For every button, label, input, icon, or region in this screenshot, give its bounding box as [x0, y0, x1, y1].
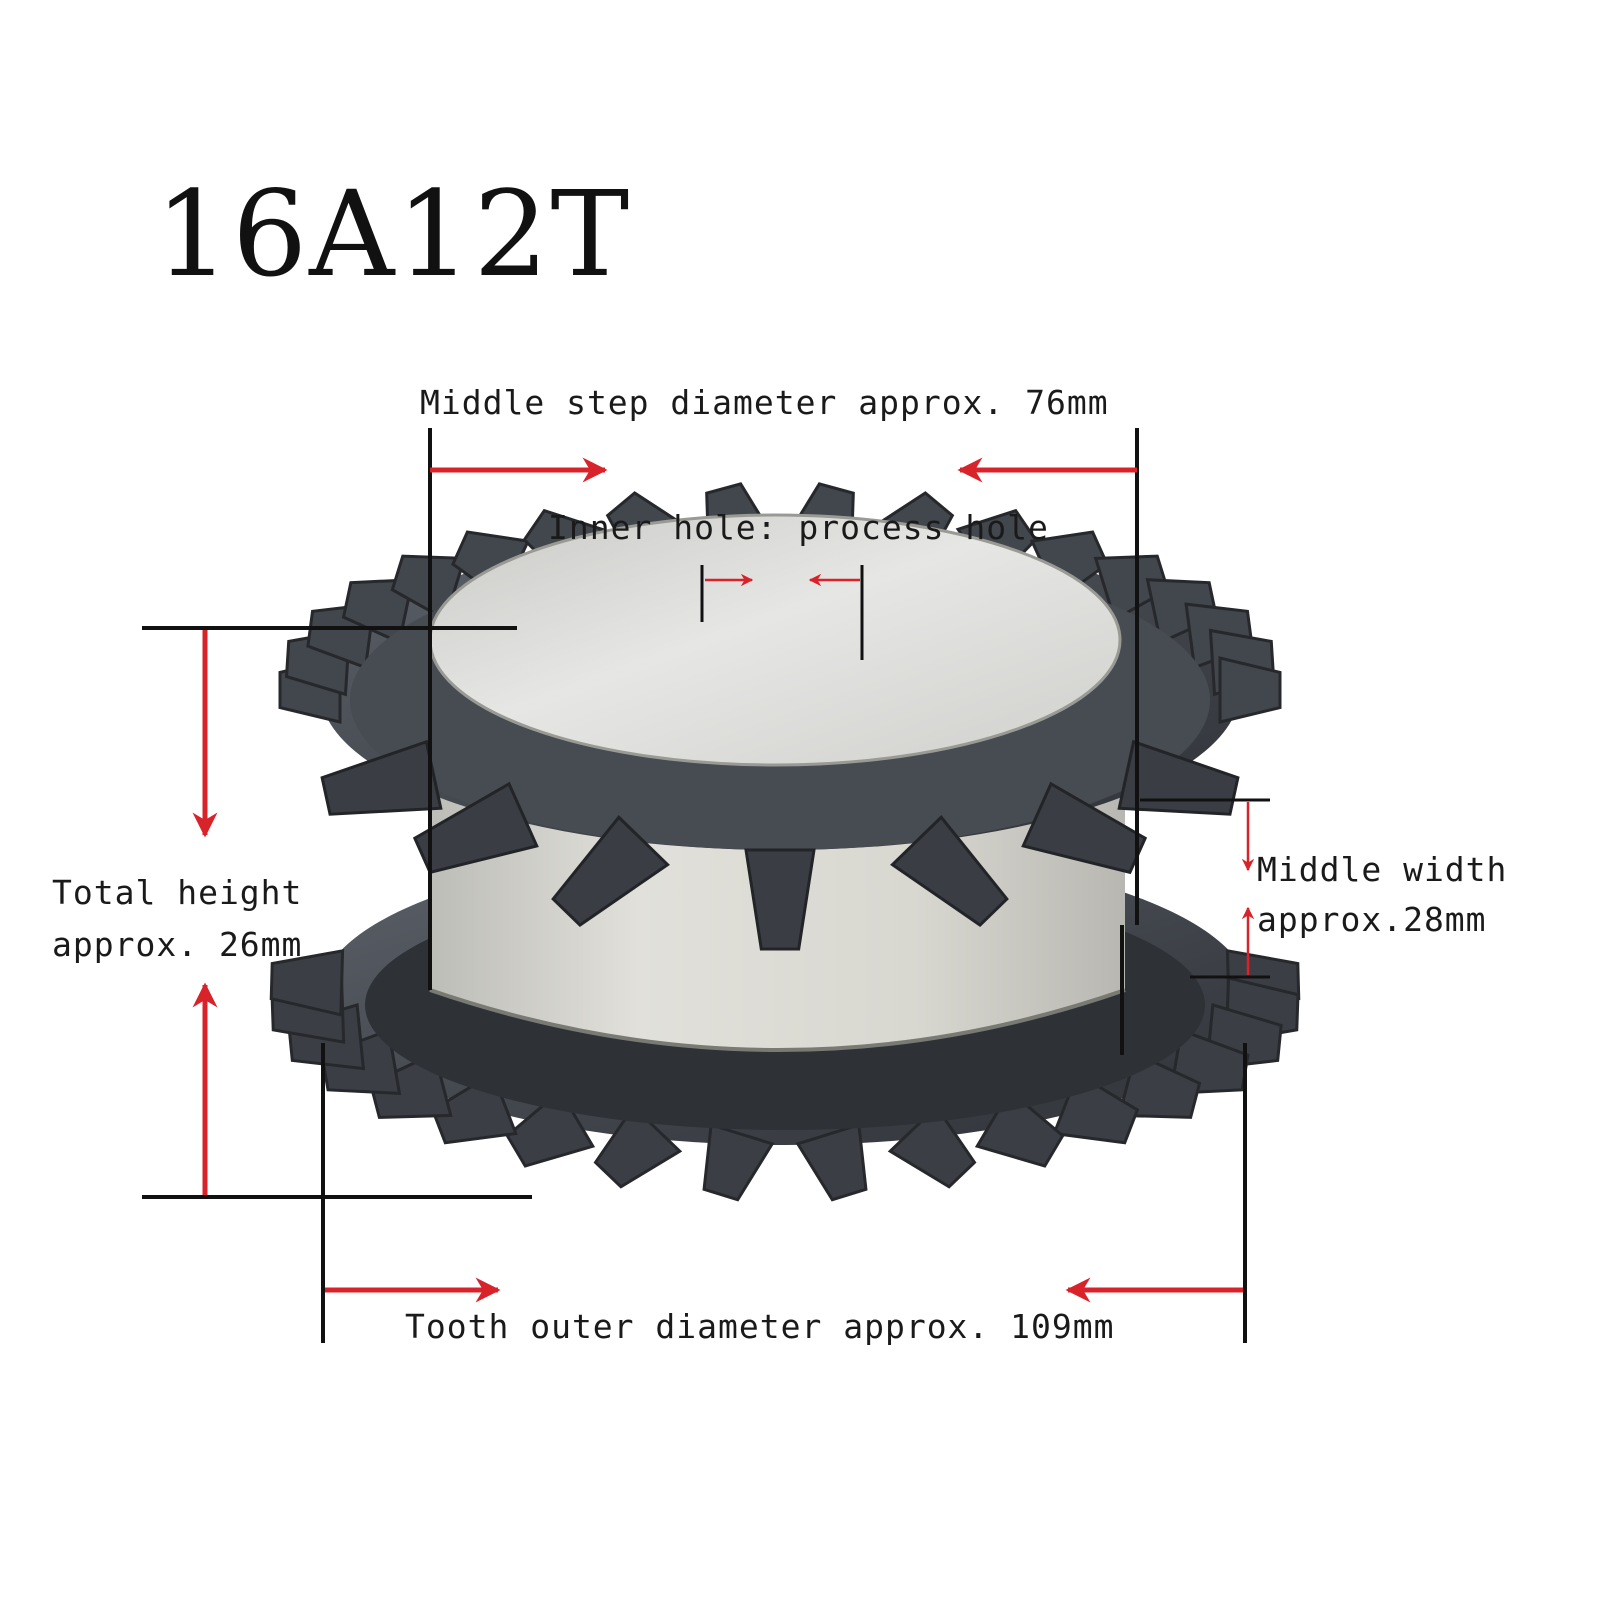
gear-tooth	[1093, 554, 1170, 622]
total-height-label-line2: approx. 26mm	[52, 925, 303, 964]
gear-tooth	[320, 739, 443, 816]
inner-hole-label: Inner hole: process hole	[548, 508, 1049, 547]
middle-width-label-line2: approx.28mm	[1257, 900, 1487, 939]
product-title: 16A12T	[155, 165, 632, 303]
total-height-dimension	[142, 626, 532, 1199]
middle-step-diameter-label: Middle step diameter approx. 76mm	[420, 383, 1109, 422]
gear-tooth	[1021, 781, 1148, 875]
gear-tooth	[269, 949, 345, 1017]
gear-tooth	[702, 1122, 775, 1202]
gear-tooth	[593, 1104, 683, 1189]
tooth-outer-diameter-label: Tooth outer diameter approx. 109mm	[405, 1307, 1115, 1346]
total-height-label-line1: Total height	[52, 873, 303, 912]
hub-top-face	[428, 513, 1122, 767]
middle-width-dimension	[1120, 798, 1270, 1055]
middle-width-label-line1: Middle width	[1257, 850, 1508, 889]
middle-step-dimension	[428, 428, 1139, 990]
gear-tooth	[744, 848, 816, 951]
sprocket-icon	[269, 482, 1301, 1202]
tooth-outer-dimension	[321, 1043, 1247, 1343]
inner-hole-dimension	[700, 565, 864, 660]
front-teeth	[320, 739, 1240, 951]
gear-tooth	[505, 1088, 596, 1168]
gear-tooth	[1218, 656, 1282, 724]
gear-tooth	[890, 815, 1009, 927]
gear-tooth	[795, 1122, 868, 1202]
gear-tooth	[1117, 739, 1240, 816]
gear-tooth	[551, 815, 670, 927]
